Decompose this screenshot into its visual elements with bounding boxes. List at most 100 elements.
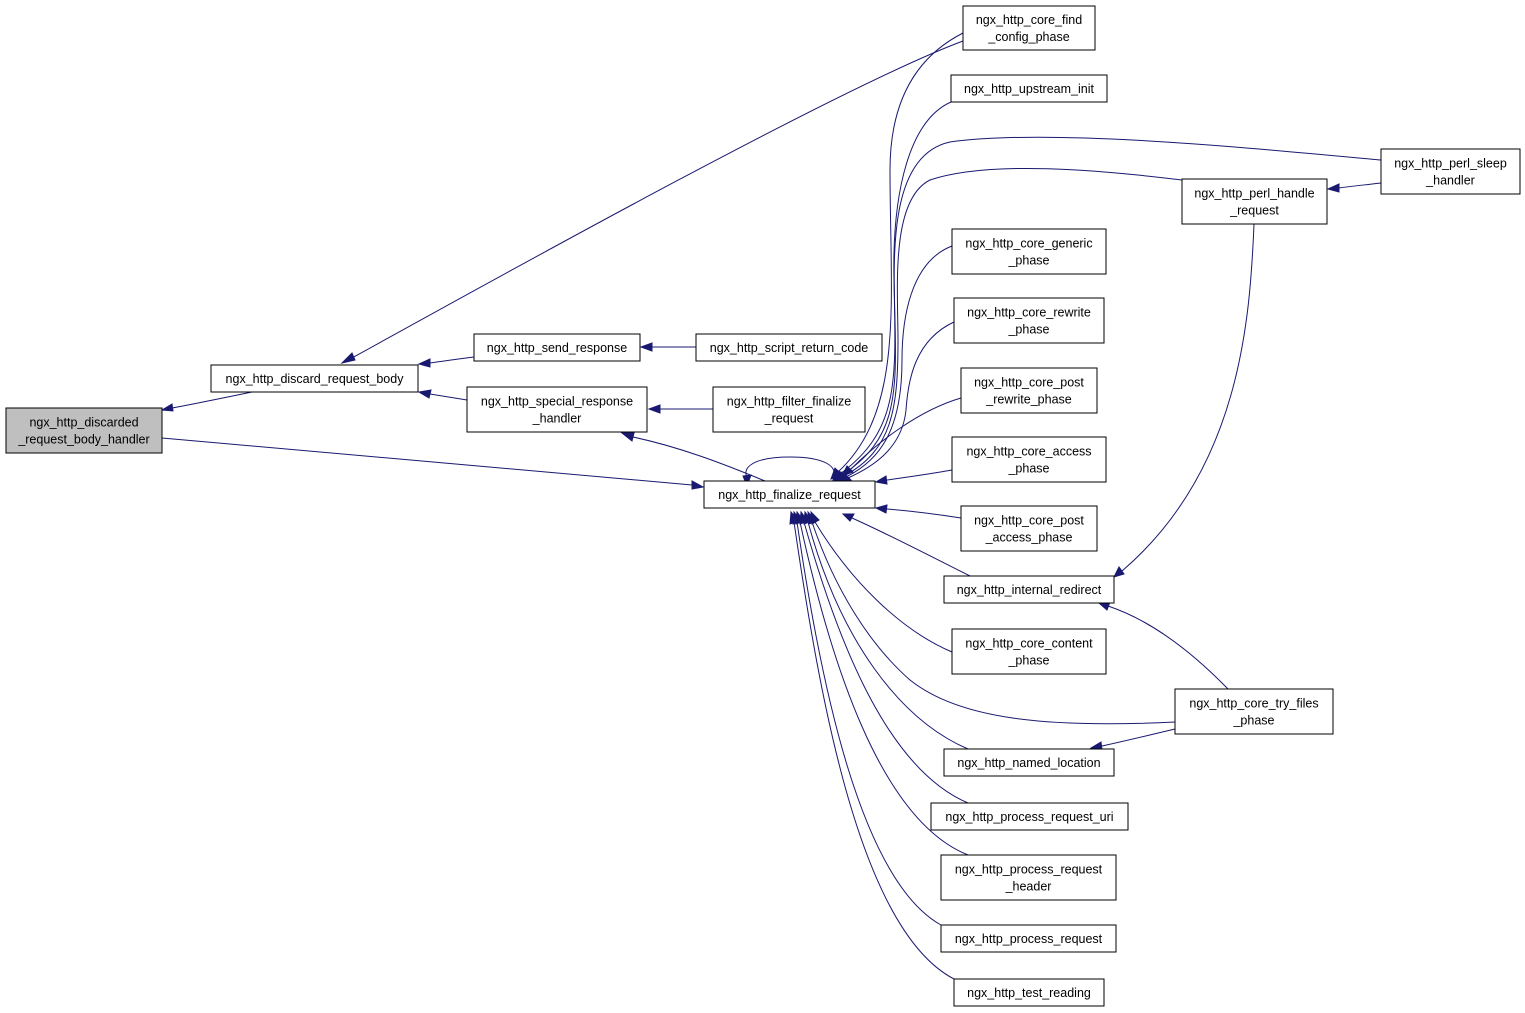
node-label-line: _access_phase xyxy=(985,531,1073,545)
edge-core_try_files_phase-to-internal_redirect xyxy=(1097,601,1229,690)
edge-line xyxy=(849,397,962,471)
edge-special_response_handler-to-discard_request_body xyxy=(417,389,468,401)
node-send-response[interactable]: ngx_http_send_response xyxy=(473,333,641,362)
edge-line xyxy=(796,521,942,926)
node-box xyxy=(1380,148,1521,195)
node-perl-handle-request[interactable]: ngx_http_perl_handle_request xyxy=(1181,178,1328,225)
node-core-access-phase[interactable]: ngx_http_core_access _phase xyxy=(951,436,1107,483)
edge-arrowhead xyxy=(340,352,356,364)
edge-line xyxy=(814,521,953,653)
node-core-content-phase[interactable]: ngx_http_core_content_phase xyxy=(951,628,1107,675)
node-core-generic-phase[interactable]: ngx_http_core_generic_phase xyxy=(951,228,1107,275)
node-named-location[interactable]: ngx_http_named_location xyxy=(943,748,1115,777)
node-label-line: _phase xyxy=(1007,254,1049,268)
node-root[interactable]: ngx_http_discarded _request_body_handler xyxy=(5,407,163,454)
edges-layer xyxy=(160,32,1382,980)
edge-arrowhead xyxy=(417,389,432,399)
node-label-line: _phase xyxy=(1007,323,1049,337)
edge-finalize_request-to-special_response_handler xyxy=(620,432,766,482)
nodes-layer: ngx_http_discarded_request_body_handlern… xyxy=(5,5,1521,1007)
edge-test_reading-to-finalize_request xyxy=(789,510,955,980)
node-box xyxy=(940,854,1117,901)
node-box xyxy=(962,5,1096,51)
edge-line xyxy=(807,521,969,750)
edge-line xyxy=(429,393,468,401)
node-core-post-access-phase[interactable]: ngx_http_core_post _access_phase xyxy=(960,505,1098,552)
node-process-request[interactable]: ngx_http_process_request xyxy=(940,924,1117,953)
node-label-line: ngx_http_perl_sleep xyxy=(1394,157,1507,171)
node-box xyxy=(712,386,866,433)
node-box xyxy=(953,297,1105,344)
node-box xyxy=(5,407,163,454)
node-label-line: ngx_http_finalize_request xyxy=(718,488,861,502)
node-label-line: _request_body_handler xyxy=(17,433,149,447)
edge-arrowhead xyxy=(160,403,174,412)
node-box xyxy=(960,367,1098,414)
node-core-find-config-phase[interactable]: ngx_http_core_find_config_phase xyxy=(962,5,1096,51)
edge-line xyxy=(171,391,253,409)
edge-line xyxy=(811,521,1176,725)
node-label-line: ngx_http_send_response xyxy=(487,341,627,355)
node-label-line: ngx_http_core_try_files xyxy=(1189,697,1318,711)
node-label-line: ngx_http_core_post xyxy=(974,514,1084,528)
node-box xyxy=(210,364,419,393)
node-script-return-code[interactable]: ngx_http_script_return_code xyxy=(695,333,883,362)
edge-internal_redirect-to-finalize_request xyxy=(841,513,971,577)
node-label-line: ngx_http_special_response xyxy=(481,395,633,409)
node-label-line: ngx_http_core_access xyxy=(966,445,1091,459)
edge-line xyxy=(632,436,766,482)
edge-line xyxy=(886,508,962,519)
node-label-line: _phase xyxy=(1007,462,1049,476)
node-test-reading[interactable]: ngx_http_test_reading xyxy=(953,978,1105,1007)
node-label-line: _handler xyxy=(1425,174,1475,188)
edge-line xyxy=(745,456,835,480)
edge-core_find_config_phase-to-discard_request_body xyxy=(340,40,964,364)
node-box xyxy=(943,575,1115,604)
edge-core_content_phase-to-finalize_request xyxy=(810,510,953,653)
node-core-rewrite-phase[interactable]: ngx_http_core_rewrite_phase xyxy=(953,297,1105,344)
node-box xyxy=(930,802,1129,831)
edge-line xyxy=(851,517,971,577)
node-label-line: ngx_http_process_request_uri xyxy=(945,810,1113,824)
edge-arrowhead xyxy=(789,510,799,525)
edge-line xyxy=(886,469,953,481)
node-label-line: _handler xyxy=(532,412,582,426)
node-box xyxy=(951,228,1107,275)
node-upstream-init[interactable]: ngx_http_upstream_init xyxy=(950,74,1108,103)
edge-discard_request_body-to-root xyxy=(160,391,253,412)
edge-arrowhead xyxy=(691,480,705,490)
edge-line xyxy=(799,521,969,856)
node-core-post-rewrite-phase[interactable]: ngx_http_core_post_rewrite_phase xyxy=(960,367,1098,414)
edge-arrowhead xyxy=(417,358,431,368)
node-process-request-uri[interactable]: ngx_http_process_request_uri xyxy=(930,802,1129,831)
node-box xyxy=(951,436,1107,483)
edge-named_location-to-finalize_request xyxy=(803,510,969,750)
node-label-line: ngx_http_core_find xyxy=(976,13,1082,27)
node-box xyxy=(1174,688,1334,735)
node-label-line: ngx_http_filter_finalize xyxy=(727,395,851,409)
node-process-request-header[interactable]: ngx_http_process_request_header xyxy=(940,854,1117,901)
node-finalize-request[interactable]: ngx_http_finalize_request xyxy=(703,480,876,509)
edge-arrowhead xyxy=(620,432,635,442)
node-box xyxy=(940,924,1117,953)
node-label-line: _phase xyxy=(1232,714,1274,728)
node-box xyxy=(950,74,1108,103)
node-internal-redirect[interactable]: ngx_http_internal_redirect xyxy=(943,575,1115,604)
node-special-response-handler[interactable]: ngx_http_special_response _handler xyxy=(466,386,648,433)
node-label-line: ngx_http_discarded xyxy=(29,416,138,430)
node-discard-request-body[interactable]: ngx_http_discard_request_body xyxy=(210,364,419,393)
node-label-line: ngx_http_discard_request_body xyxy=(226,372,405,386)
node-filter-finalize-request[interactable]: ngx_http_filter_finalize_request xyxy=(712,386,866,433)
edge-line xyxy=(847,321,955,479)
node-box xyxy=(1181,178,1328,225)
node-box xyxy=(951,628,1107,675)
edge-line xyxy=(845,245,953,478)
edge-core_try_files_phase-to-named_location xyxy=(1089,728,1176,751)
edge-arrowhead xyxy=(874,504,888,514)
edge-line xyxy=(1107,605,1229,690)
node-label-line: ngx_http_core_post xyxy=(974,376,1084,390)
node-perl-sleep-handler[interactable]: ngx_http_perl_sleep _handler xyxy=(1380,148,1521,195)
edge-finalize_request-to-root xyxy=(161,437,705,490)
node-core-try-files-phase[interactable]: ngx_http_core_try_files _phase xyxy=(1174,688,1334,735)
